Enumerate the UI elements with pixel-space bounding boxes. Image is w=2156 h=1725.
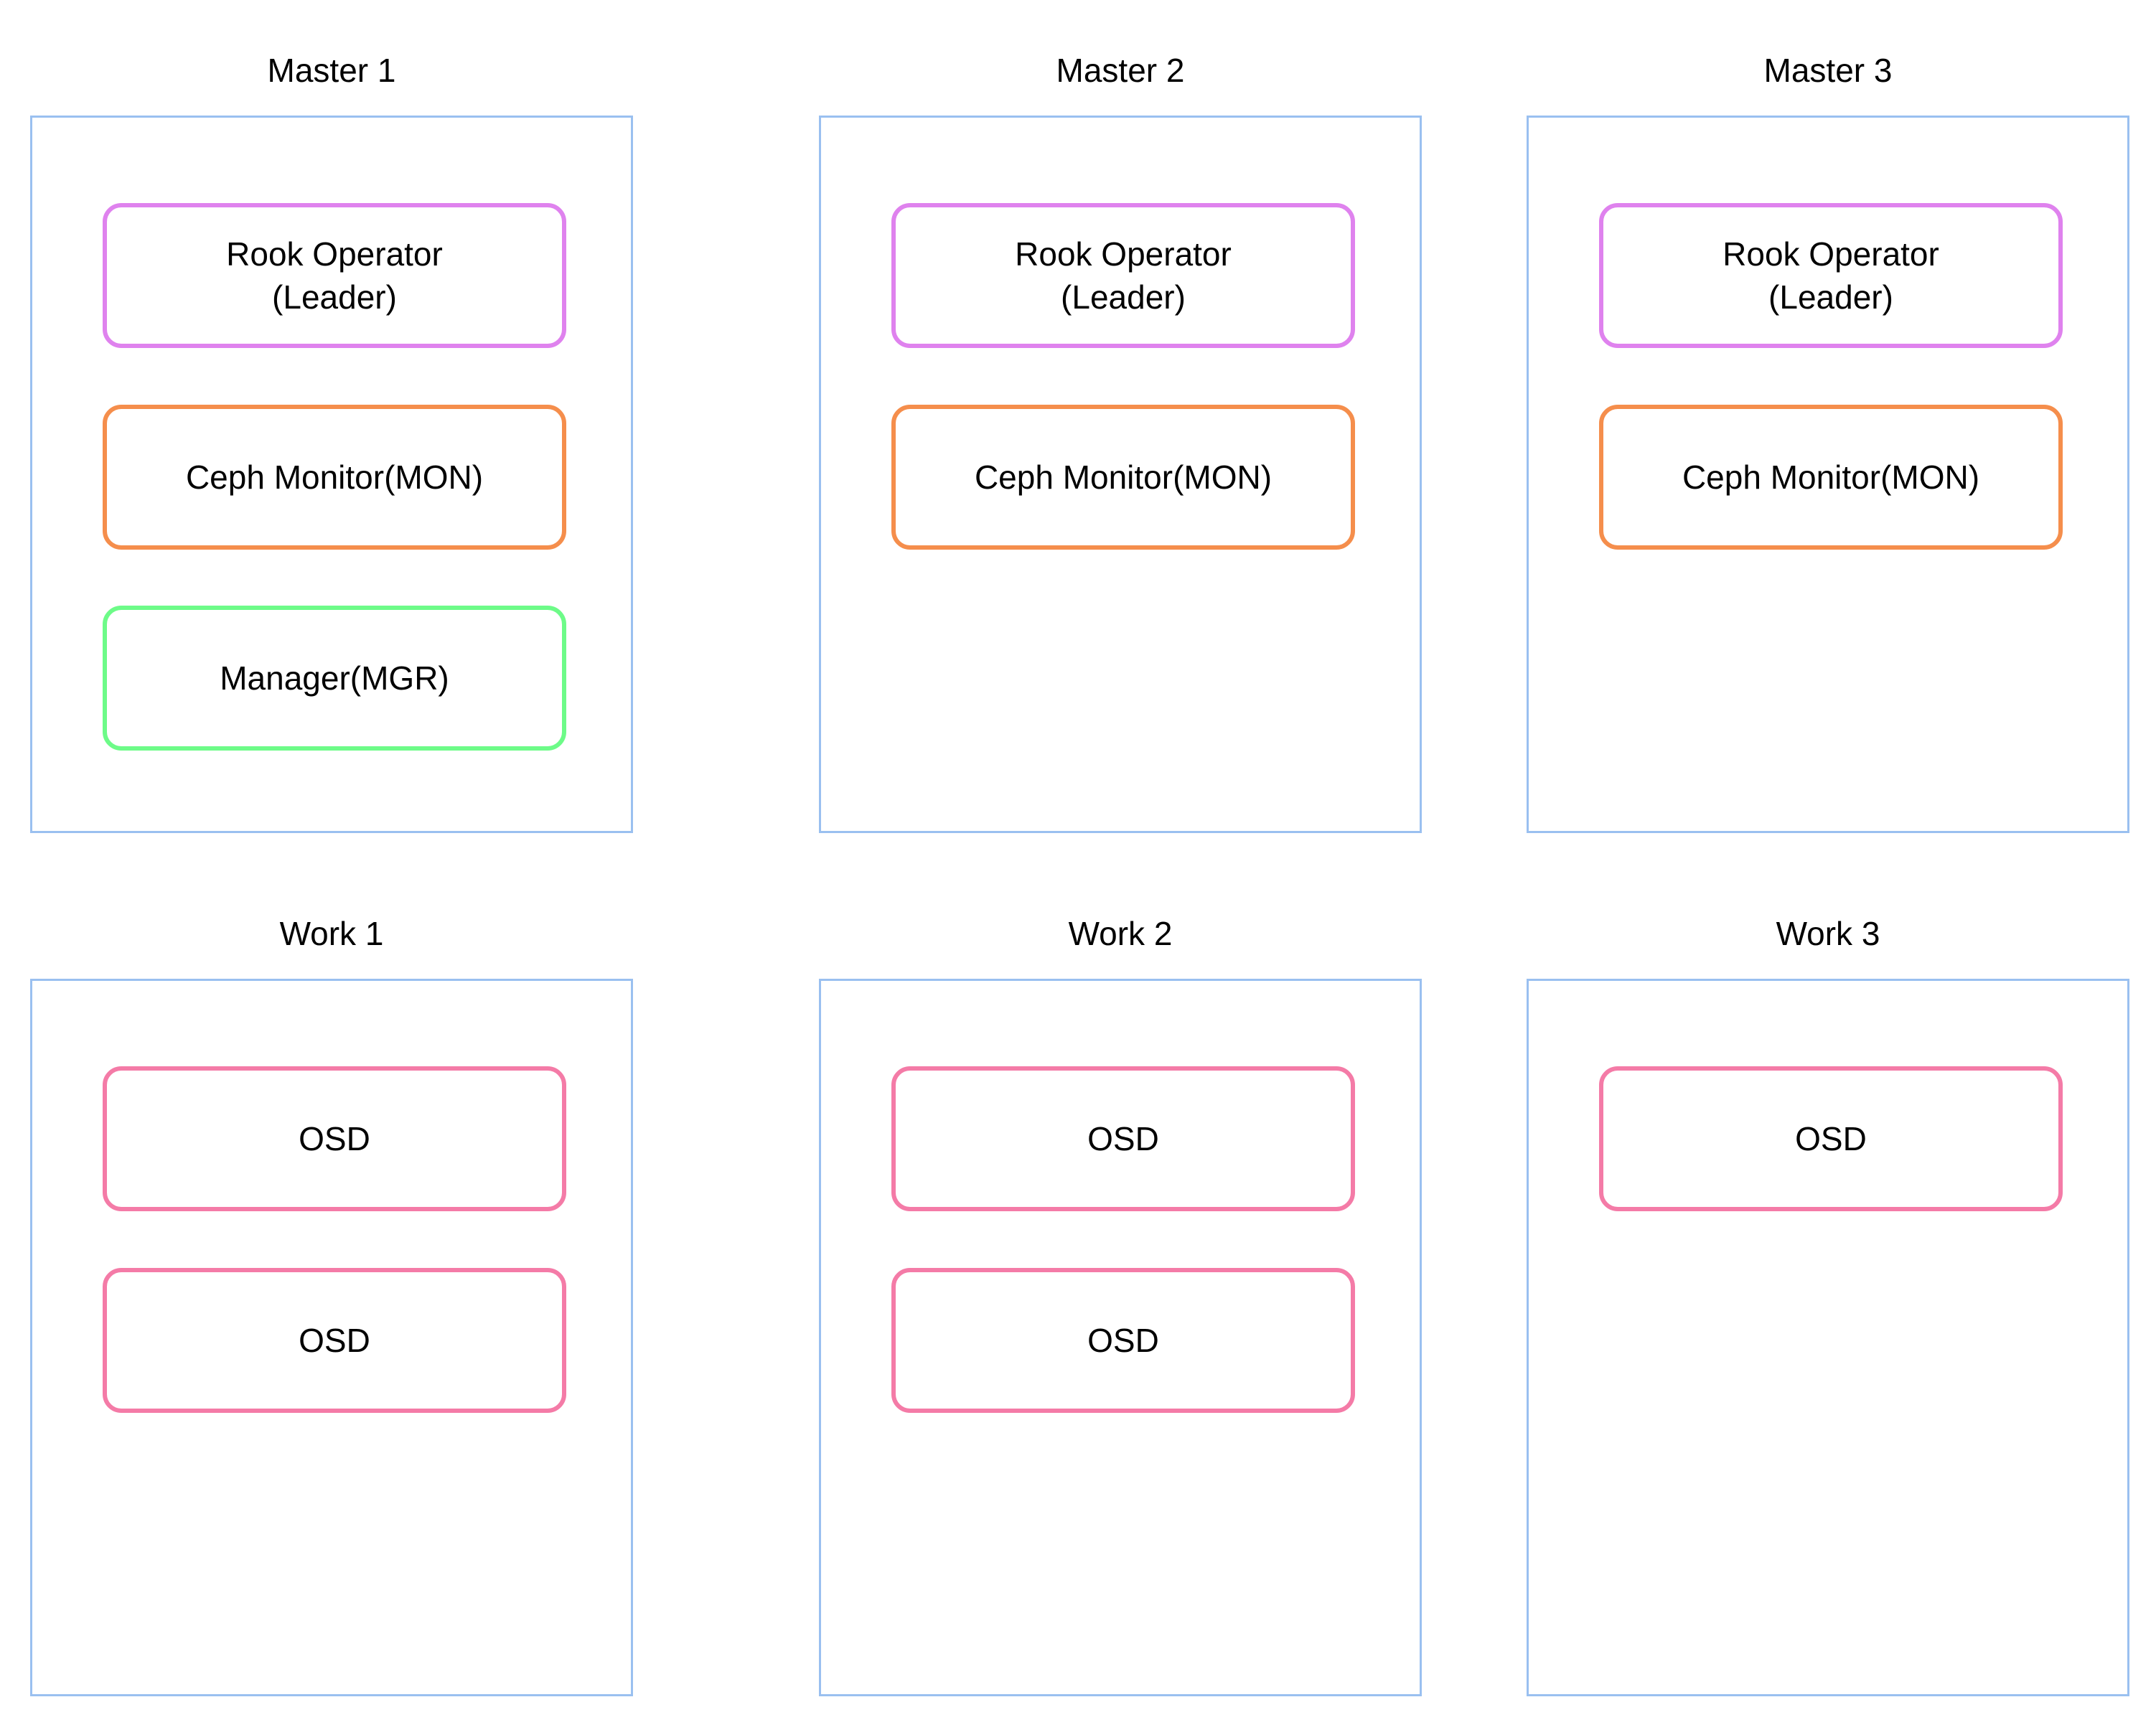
master-2-rook-operator: Rook Operator (Leader)	[891, 203, 1355, 348]
master-2-ceph-monitor: Ceph Monitor(MON)	[891, 405, 1355, 550]
master-3-rook-operator: Rook Operator (Leader)	[1599, 203, 2063, 348]
master-2-title: Master 2	[1056, 52, 1185, 89]
work-1-title: Work 1	[279, 915, 384, 952]
work-1-node: OSD OSD	[30, 979, 633, 1696]
master-1-title: Master 1	[267, 52, 396, 89]
master-1-node: Rook Operator (Leader) Ceph Monitor(MON)…	[30, 116, 633, 833]
work-1-osd-1: OSD	[103, 1066, 566, 1211]
work-2-osd-2: OSD	[891, 1268, 1355, 1413]
master-1-manager: Manager(MGR)	[103, 606, 566, 751]
master-3-node: Rook Operator (Leader) Ceph Monitor(MON)	[1527, 116, 2129, 833]
work-2-osd-1: OSD	[891, 1066, 1355, 1211]
master-1-rook-operator: Rook Operator (Leader)	[103, 203, 566, 348]
work-2-node: OSD OSD	[819, 979, 1422, 1696]
master-2-node: Rook Operator (Leader) Ceph Monitor(MON)	[819, 116, 1422, 833]
master-1-ceph-monitor: Ceph Monitor(MON)	[103, 405, 566, 550]
work-3-title: Work 3	[1776, 915, 1880, 952]
work-3-osd-1: OSD	[1599, 1066, 2063, 1211]
master-3-title: Master 3	[1763, 52, 1893, 89]
work-3-node: OSD	[1527, 979, 2129, 1696]
work-1-osd-2: OSD	[103, 1268, 566, 1413]
master-3-ceph-monitor: Ceph Monitor(MON)	[1599, 405, 2063, 550]
work-2-title: Work 2	[1068, 915, 1173, 952]
